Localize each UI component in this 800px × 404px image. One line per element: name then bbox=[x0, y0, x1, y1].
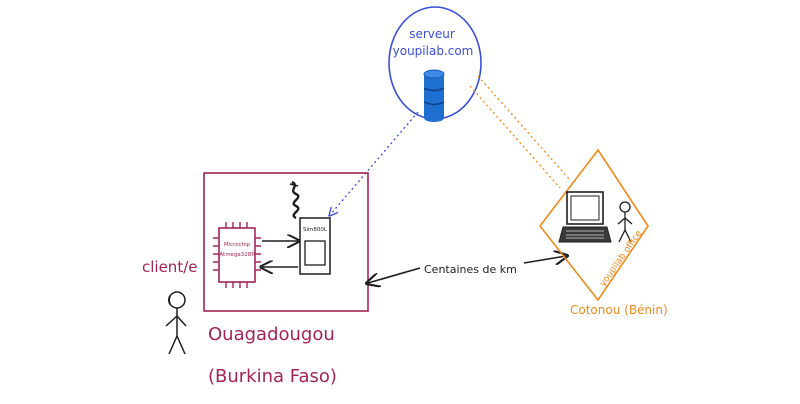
server-to-office-link-1 bbox=[469, 85, 561, 189]
microchip-icon: Microchip Atmega328P bbox=[213, 222, 261, 288]
chip-label-line2: Atmega328P bbox=[219, 252, 255, 258]
distance-label: Centaines de km bbox=[424, 263, 517, 276]
database-icon bbox=[423, 69, 445, 122]
server-label-line2: youpilab.com bbox=[393, 44, 474, 58]
office-person-icon bbox=[617, 201, 633, 243]
server-node: serveur youpilab.com bbox=[388, 6, 482, 122]
client-city-label: Ouagadougou bbox=[208, 324, 335, 345]
office-node: youpilab office bbox=[538, 148, 649, 302]
distance-arrow-to-office bbox=[523, 256, 566, 263]
office-location-label: Cotonou (Bénin) bbox=[570, 303, 668, 317]
sim-label: Sim800L bbox=[303, 227, 328, 233]
client-country-label: (Burkina Faso) bbox=[208, 366, 337, 387]
antenna-icon bbox=[289, 180, 300, 220]
office-diamond bbox=[538, 148, 649, 302]
stick-figure-icon bbox=[165, 291, 187, 355]
laptop-icon bbox=[558, 191, 612, 243]
server-label-line1: serveur bbox=[409, 27, 455, 41]
server-to-sim-link bbox=[330, 111, 419, 215]
distance-arrow-to-client bbox=[368, 267, 421, 283]
sim800l-module-icon: Sim800L bbox=[299, 217, 331, 275]
client-label: client/e bbox=[142, 258, 197, 276]
client-device-box: Microchip Atmega328P Sim800L bbox=[203, 172, 369, 312]
chip-label-line1: Microchip bbox=[224, 242, 251, 248]
server-to-office-link-2 bbox=[477, 75, 571, 181]
